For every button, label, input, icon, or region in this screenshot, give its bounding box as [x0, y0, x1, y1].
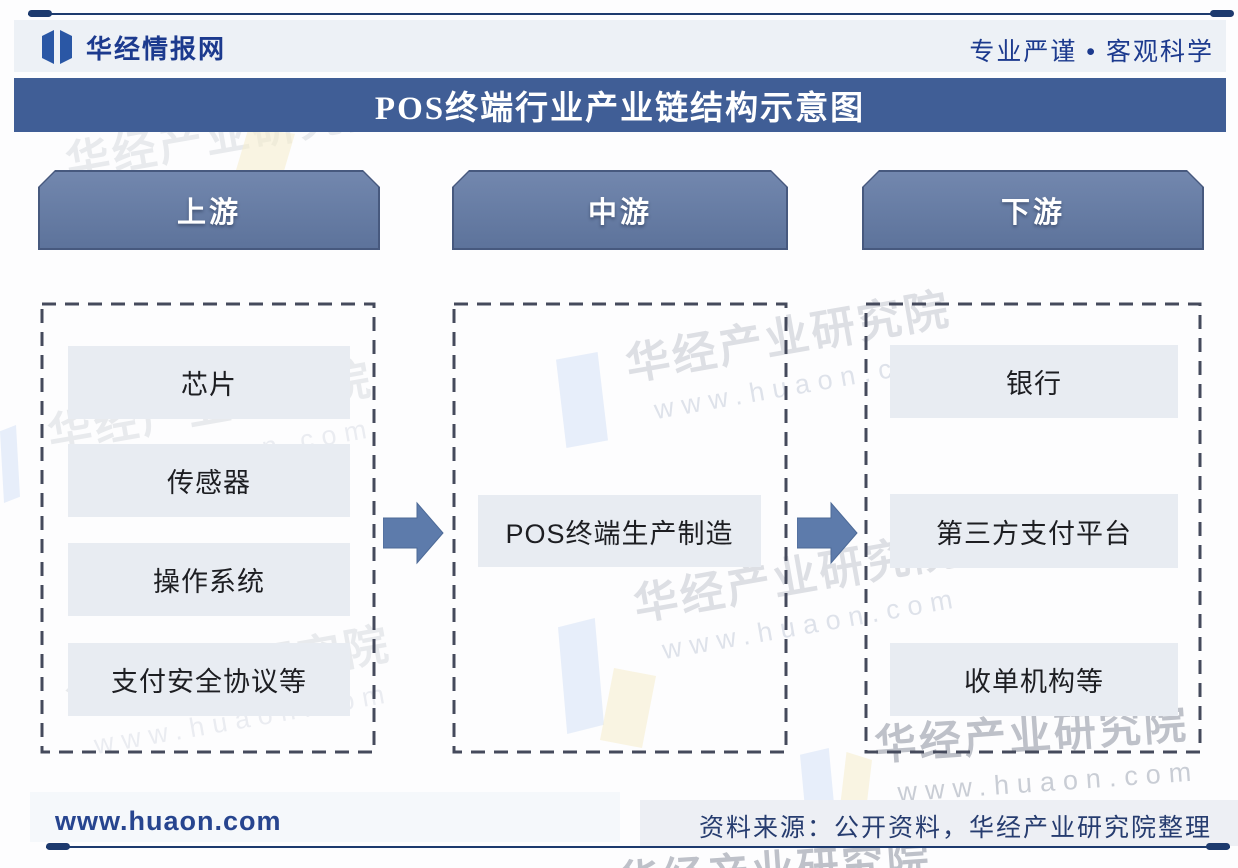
footer-band: [30, 792, 620, 842]
footer-band: [640, 800, 1238, 846]
item-operating-system: 操作系统: [68, 543, 350, 616]
bottom-frame-cap-right: [1206, 843, 1230, 850]
website-url: www.huaon.com: [55, 806, 282, 836]
column-header-downstream: 下游: [862, 170, 1204, 250]
column-header-label: 下游: [1000, 197, 1065, 229]
item-pos-terminal-manufacturing: POS终端生产制造: [478, 495, 761, 567]
item-banks: 银行: [890, 345, 1178, 418]
brand-name: 华经情报网: [86, 33, 227, 64]
top-frame-line: [28, 13, 1232, 15]
item-third-party-payment-platform: 第三方支付平台: [890, 494, 1178, 568]
title-bar: POS终端行业产业链结构示意图: [14, 78, 1226, 132]
page-title: POS终端行业产业链结构示意图: [374, 91, 866, 127]
top-frame-cap-right: [1210, 10, 1234, 17]
downstream-group-box: [864, 302, 1202, 754]
column-header-upstream: 上游: [38, 170, 380, 250]
arrow-right-icon: [797, 501, 858, 565]
item-sensors: 传感器: [68, 444, 350, 517]
upstream-group-box: [40, 302, 376, 754]
midstream-group-box: [452, 302, 788, 754]
arrow-right-icon: [383, 501, 444, 565]
brand: 华经情报网: [40, 28, 226, 66]
top-frame-cap-left: [28, 10, 52, 17]
item-chips: 芯片: [68, 346, 350, 419]
decor-shape: [0, 425, 20, 503]
bottom-frame-cap-left: [46, 843, 70, 850]
item-acquiring-institutions: 收单机构等: [890, 643, 1178, 716]
data-source-note: 资料来源：公开资料，华经产业研究院整理: [698, 814, 1212, 842]
item-payment-security-protocols: 支付安全协议等: [68, 643, 350, 716]
brand-logo-icon: [42, 30, 72, 64]
bottom-frame-line: [46, 846, 1230, 848]
page-header: [14, 20, 1226, 72]
tagline: 专业严谨 • 客观科学: [969, 38, 1214, 66]
column-header-midstream: 中游: [452, 170, 788, 250]
column-header-label: 上游: [176, 197, 241, 229]
column-header-label: 中游: [587, 197, 652, 229]
